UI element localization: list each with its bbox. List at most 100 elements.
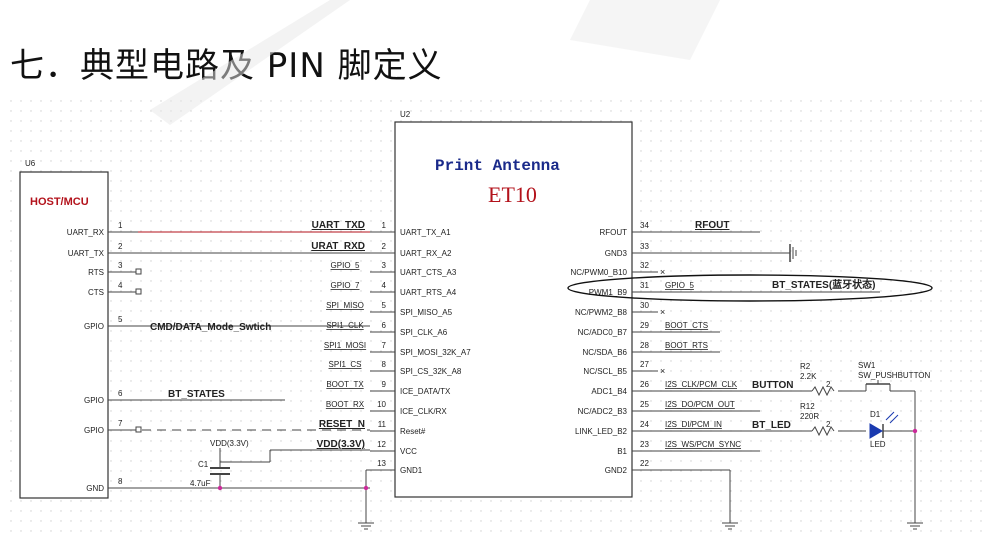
led-ray-2 [889, 414, 899, 424]
module-left-pin-label: UART_RX_A2 [400, 249, 452, 258]
resistor-r12 [811, 425, 835, 437]
et10-module-box [394, 121, 633, 498]
ground-symbol [722, 515, 738, 530]
module-left-pin-label: SPI_CS_32K_A8 [400, 367, 462, 376]
bt-states-right-label: BT_STATES(蓝牙状态) [772, 278, 876, 291]
module-left-pin-number: 9 [382, 380, 387, 389]
module-left-pin-label: Reset# [400, 427, 426, 436]
cap-value: 4.7uF [190, 479, 211, 488]
module-left-pin-number: 11 [378, 420, 387, 429]
module-left-pin-label: SPI_CLK_A6 [400, 328, 448, 337]
module-model: ET10 [488, 182, 537, 207]
module-title: Print Antenna [435, 157, 560, 175]
module-right-pin-number: 33 [640, 242, 649, 251]
junction-dot [363, 485, 369, 491]
net-label: SPI1_CS [329, 360, 362, 369]
net-label: BOOT_CTS [665, 321, 708, 330]
module-left-pin-label: GND1 [400, 466, 423, 475]
net-label: GPIO_5 [665, 281, 694, 290]
module-left-pin-number: 3 [382, 261, 387, 270]
cap-ref: C1 [198, 460, 209, 469]
module-right-pin-number: 25 [640, 400, 649, 409]
net-label: BOOT_RX [326, 400, 365, 409]
module-right-pin-label: GND3 [605, 249, 628, 258]
host-pin-label: RTS [88, 268, 104, 277]
host-pin-label: GPIO [84, 322, 104, 331]
net-label: GPIO_5 [331, 261, 360, 270]
net-label: VDD(3.3V) [317, 439, 365, 450]
led-ref: D1 [870, 410, 881, 419]
host-name: HOST/MCU [30, 196, 89, 208]
host-pin-number: 8 [118, 477, 123, 486]
net-label: UART_TXD [312, 220, 365, 231]
module-right-pin-label: LINK_LED_B2 [575, 427, 628, 436]
no-connect-mark: × [660, 366, 665, 376]
module-left-pin-number: 10 [377, 400, 386, 409]
host-pin-label: GND [86, 484, 104, 493]
module-right-pin-label: B1 [617, 447, 627, 456]
r12-ref: R12 [800, 402, 815, 411]
module-left-pin-label: VCC [400, 447, 417, 456]
host-pin-number: 1 [118, 221, 123, 230]
module-left-pin-label: SPI_MISO_A5 [400, 308, 453, 317]
net-label: SPI1_MOSI [324, 341, 366, 350]
switch-name: SW_PUSHBUTTON [858, 371, 931, 380]
module-right-pin-number: 31 [640, 281, 649, 290]
module-left-pin-number: 5 [382, 301, 387, 310]
module-right-pin-label: NC/SDA_B6 [583, 348, 628, 357]
module-right-pin-number: 34 [640, 221, 649, 230]
module-left-pin-label: ICE_CLK/RX [400, 407, 447, 416]
net-label: GPIO_7 [331, 281, 360, 290]
module-left-pin-number: 7 [382, 341, 387, 350]
module-ref: U2 [400, 110, 411, 119]
module-left-pin-number: 2 [382, 242, 387, 251]
module-right-pin-label: NC/SCL_B5 [583, 367, 627, 376]
module-left-pin-label: UART_CTS_A3 [400, 268, 457, 277]
module-left-pin-number: 4 [382, 281, 387, 290]
module-left-pin-number: 1 [382, 221, 387, 230]
no-connect-rts [135, 268, 142, 275]
switch-ref: SW1 [858, 361, 876, 370]
resistor-pin-number: 2 [826, 420, 831, 429]
module-right-pin-number: 23 [640, 440, 649, 449]
button-label: BUTTON [752, 380, 793, 391]
r2-value: 2.2K [800, 372, 817, 381]
module-right-pin-number: 29 [640, 321, 649, 330]
led-name: LED [870, 440, 886, 449]
module-right-pin-label: NC/PWM2_B8 [575, 308, 628, 317]
r2-ref: R2 [800, 362, 811, 371]
host-pin-number: 6 [118, 389, 123, 398]
watermark [150, 0, 720, 125]
net-label: I2S_CLK/PCM_CLK [665, 380, 738, 389]
host-pin-number: 4 [118, 281, 123, 290]
module-right-pin-number: 27 [640, 360, 649, 369]
no-connect-reset [135, 426, 142, 433]
module-right-pin-label: ADC1_B4 [591, 387, 627, 396]
host-pin-label: CTS [88, 288, 104, 297]
host-ref: U6 [25, 159, 36, 168]
module-right-pin-label: NC/ADC2_B3 [578, 407, 628, 416]
no-connect-mark: × [660, 307, 665, 317]
module-right-pin-label: RFOUT [599, 228, 627, 237]
module-left-pin-number: 13 [377, 459, 386, 468]
module-left-pin-label: UART_RTS_A4 [400, 288, 457, 297]
host-pin-label: GPIO [84, 426, 104, 435]
module-right-pin-number: 30 [640, 301, 649, 310]
module-left-pin-number: 8 [382, 360, 387, 369]
host-pin-label: UART_TX [68, 249, 105, 258]
module-left-pin-number: 6 [382, 321, 387, 330]
module-right-pin-number: 22 [640, 459, 649, 468]
net-label: RFOUT [695, 220, 729, 231]
module-right-pin-number: 32 [640, 261, 649, 270]
module-left-pin-number: 12 [377, 440, 386, 449]
r12-value: 220R [800, 412, 819, 421]
led-ray-1 [885, 411, 895, 421]
module-left-pin-label: ICE_DATA/TX [400, 387, 451, 396]
module-left-pin-label: SPI_MOSI_32K_A7 [400, 348, 471, 357]
module-left-pin-label: UART_TX_A1 [400, 228, 451, 237]
junction-dot [912, 428, 918, 434]
resistor-pin-number: 2 [826, 380, 831, 389]
net-label: I2S_WS/PCM_SYNC [665, 440, 741, 449]
